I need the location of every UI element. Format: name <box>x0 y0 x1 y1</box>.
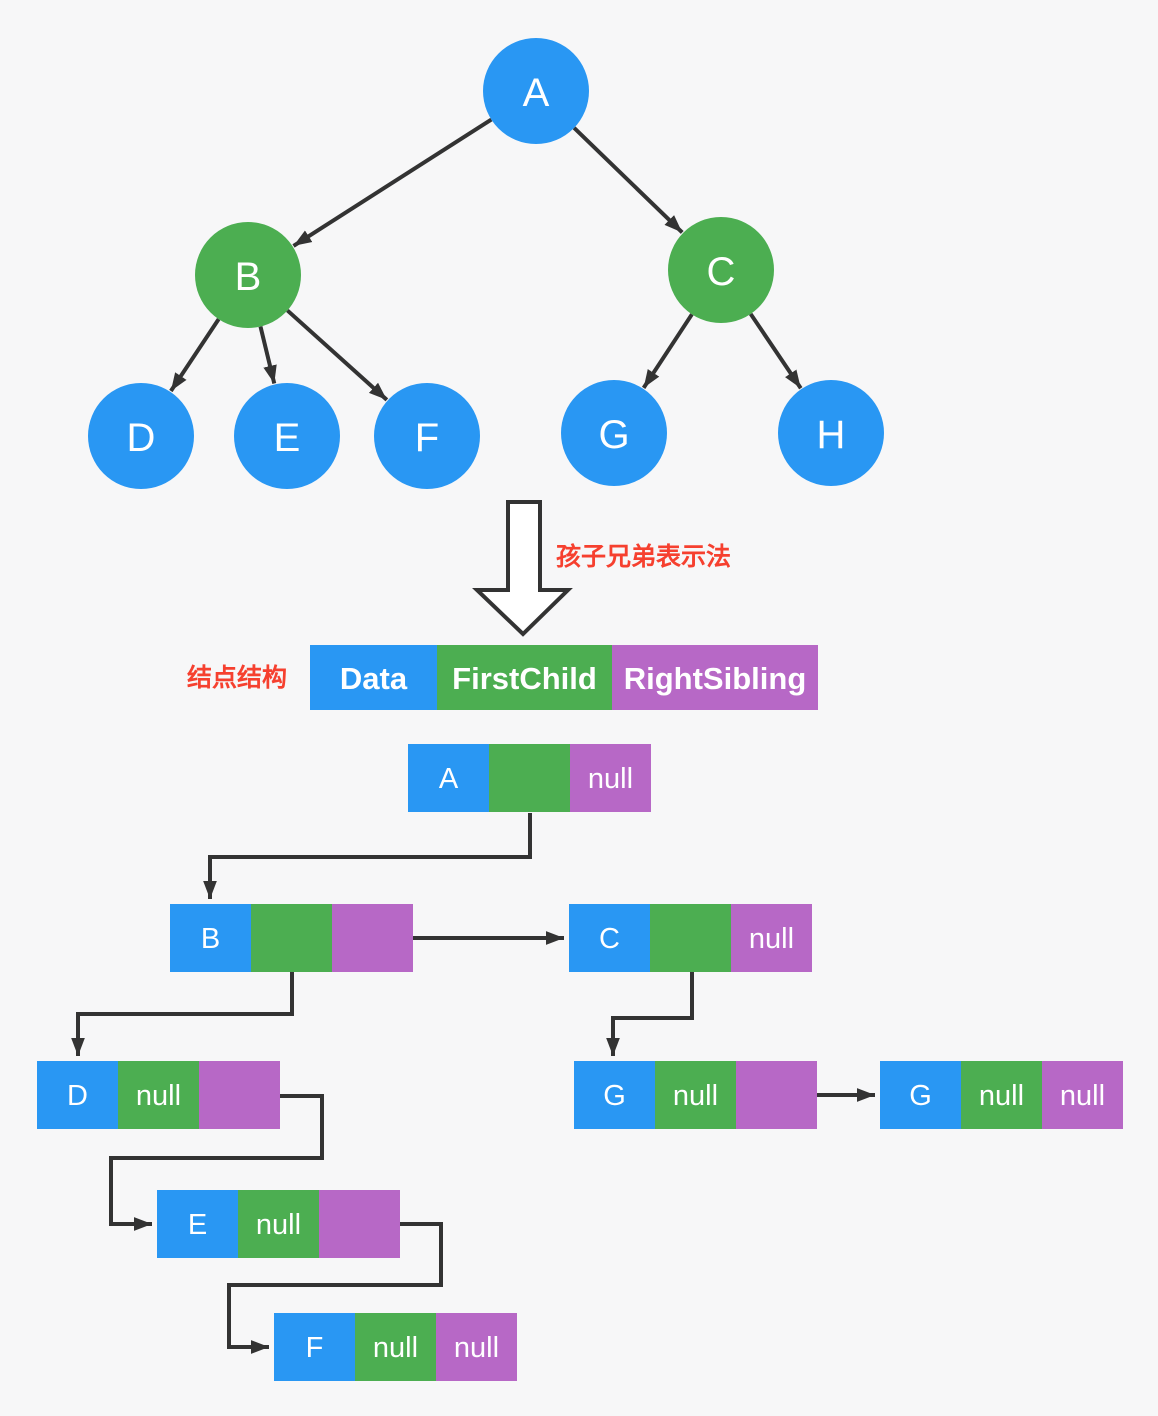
legend-cell-label-rightsibling: RightSibling <box>624 661 807 696</box>
tree-node-G <box>561 380 667 486</box>
list-node-D-cell-firstchild <box>118 1061 199 1129</box>
connector-B-firstchild-to-D <box>71 972 294 1056</box>
tree-node-label-A: A <box>523 71 550 115</box>
list-node-E-label-firstchild: null <box>256 1209 301 1241</box>
list-node-G1-cell-data <box>574 1061 655 1129</box>
tree-node-label-F: F <box>415 416 439 460</box>
list-node-G2-cell-rightsibling <box>1042 1061 1123 1129</box>
list-node-D-label-firstchild: null <box>136 1080 181 1112</box>
tree-node-F <box>374 383 480 489</box>
list-node-G1-cell-firstchild <box>655 1061 736 1129</box>
tree-node-E <box>234 383 340 489</box>
list-node-F-cell-data <box>274 1313 355 1381</box>
list-node-G1-cell-rightsibling <box>736 1061 817 1129</box>
tree-edge-B-F <box>286 308 389 402</box>
list-node-G2-label-rightsibling: null <box>1060 1080 1105 1112</box>
list-node-A-label-rightsibling: null <box>588 763 633 795</box>
tree-edge-B-D <box>169 318 221 393</box>
list-node-B-cell-firstchild <box>251 904 332 972</box>
list-node-E-cell-data <box>157 1190 238 1258</box>
connector-D-rightsibling-to-E <box>109 1094 324 1231</box>
list-node-A-label-data: A <box>439 763 459 795</box>
list-node-E-cell-firstchild <box>238 1190 319 1258</box>
list-node-C-cell-rightsibling <box>731 904 812 972</box>
list-node-D-cell-rightsibling <box>199 1061 280 1129</box>
list-node-C-label-data: C <box>599 923 620 955</box>
tree-diagram: A B C D E F G H <box>88 38 884 489</box>
tree-node-D <box>88 383 194 489</box>
tree-node-label-H: H <box>817 413 846 457</box>
legend-cell-label-firstchild: FirstChild <box>452 661 597 696</box>
list-node-A-cell-data <box>408 744 489 812</box>
tree-node-label-B: B <box>235 255 262 299</box>
list-node-E-label-data: E <box>188 1209 207 1241</box>
list-node-D-label-data: D <box>67 1080 88 1112</box>
list-node-B-cell-rightsibling <box>332 904 413 972</box>
connector-A-firstchild-to-B <box>203 813 532 899</box>
tree-node-C <box>668 217 774 323</box>
tree-node-label-D: D <box>127 416 156 460</box>
tree-node-H <box>778 380 884 486</box>
list-node-G1-label-data: G <box>603 1080 626 1112</box>
list-node-C-cell-firstchild <box>650 904 731 972</box>
list-node-G2-cell-firstchild <box>961 1061 1042 1129</box>
list-node-F-cell-firstchild <box>355 1313 436 1381</box>
list-node-B-cell-data <box>170 904 251 972</box>
tree-node-label-C: C <box>707 250 736 294</box>
transition-section: 孩子兄弟表示法 <box>472 500 731 637</box>
big-down-arrow-icon <box>472 500 573 637</box>
tree-edge-C-H <box>748 312 803 390</box>
node-structure-legend: 结点结构 Data FirstChild RightSibling <box>187 645 818 710</box>
list-node-G2-label-firstchild: null <box>979 1080 1024 1112</box>
list-node-B-label-data: B <box>201 923 220 955</box>
list-node-F-label-firstchild: null <box>373 1332 418 1364</box>
legend-cell-rightsibling <box>612 645 818 710</box>
tree-node-B <box>195 222 301 328</box>
list-node-G1-label-firstchild: null <box>673 1080 718 1112</box>
transition-label: 孩子兄弟表示法 <box>556 542 731 571</box>
connector-C-firstchild-to-G <box>606 972 694 1056</box>
list-node-A-cell-firstchild <box>489 744 570 812</box>
tree-edge-B-E <box>258 326 277 384</box>
list-node-A-cell-rightsibling <box>570 744 651 812</box>
list-node-C-label-rightsibling: null <box>749 923 794 955</box>
tree-edge-C-G <box>641 313 694 389</box>
legend-label: 结点结构 <box>187 664 287 692</box>
tree-edge-A-C <box>572 126 684 234</box>
tree-node-A <box>483 38 589 144</box>
tree-node-label-G: G <box>598 413 629 457</box>
list-node-E-cell-rightsibling <box>319 1190 400 1258</box>
connector-E-rightsibling-to-F <box>227 1222 443 1354</box>
tree-edge-A-B <box>292 117 493 248</box>
legend-cell-firstchild <box>437 645 612 710</box>
list-node-F-label-data: F <box>306 1332 324 1364</box>
legend-cell-label-data: Data <box>340 661 408 696</box>
list-node-G2-cell-data <box>880 1061 961 1129</box>
list-node-C-cell-data <box>569 904 650 972</box>
list-node-G2-label-data: G <box>909 1080 932 1112</box>
list-node-D-cell-data <box>37 1061 118 1129</box>
list-node-F-label-rightsibling: null <box>454 1332 499 1364</box>
tree-node-label-E: E <box>274 416 301 460</box>
list-node-F-cell-rightsibling <box>436 1313 517 1381</box>
legend-cell-data <box>310 645 437 710</box>
